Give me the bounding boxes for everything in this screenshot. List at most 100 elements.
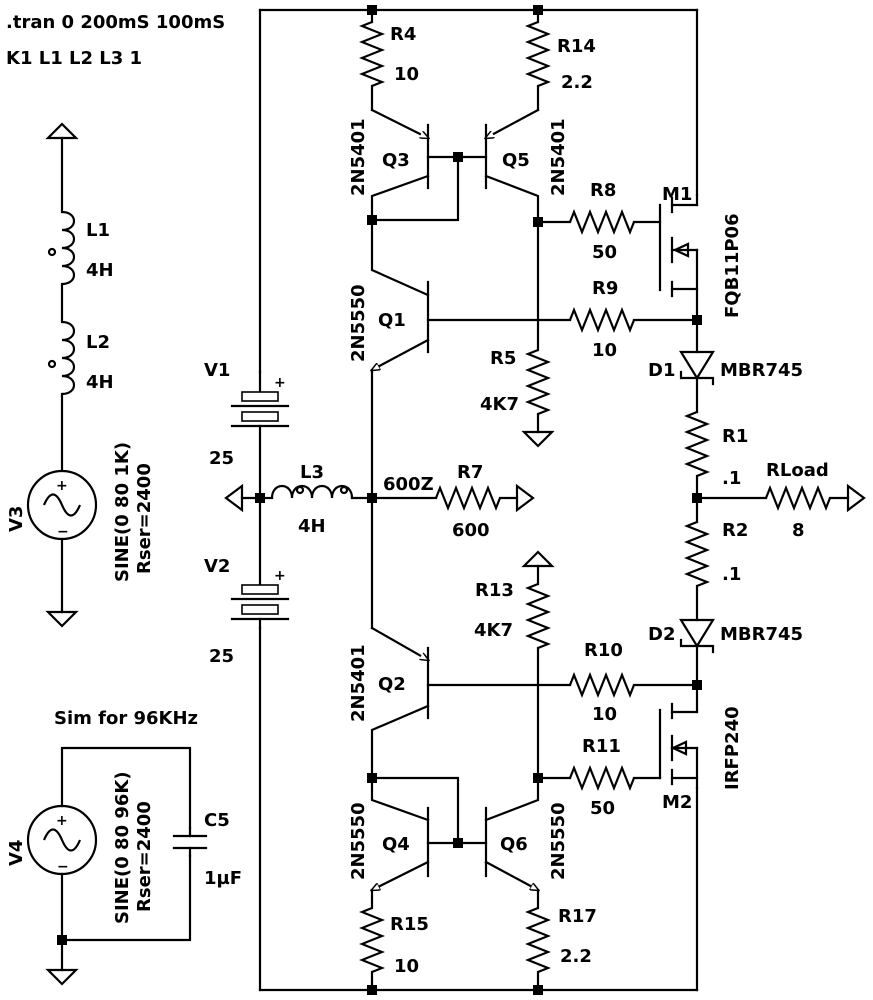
ground-v3 xyxy=(45,610,79,628)
rload-name: RLoad xyxy=(766,460,829,481)
resistor-r5 xyxy=(525,348,551,416)
resistor-r15 xyxy=(359,906,385,974)
l2-value: 4H xyxy=(86,372,114,393)
inductor-l2 xyxy=(61,320,76,396)
l1-name: L1 xyxy=(86,220,110,241)
q6-name: Q6 xyxy=(500,834,528,855)
r4-value: 10 xyxy=(394,64,419,85)
m1-name: M1 xyxy=(662,184,692,205)
supply-flag-r13 xyxy=(521,550,555,568)
svg-text:+: + xyxy=(274,375,286,391)
q2-name: Q2 xyxy=(378,674,406,695)
svg-text:+: + xyxy=(56,813,68,829)
battery-v2: + xyxy=(230,496,290,630)
v2-name: V2 xyxy=(204,556,230,577)
svg-text:−: − xyxy=(57,859,69,875)
svg-text:+: + xyxy=(274,568,286,584)
l3-name: L3 xyxy=(300,462,324,483)
tran-directive: .tran 0 200mS 100mS xyxy=(6,12,225,33)
transistor-q1 xyxy=(372,220,572,374)
r10-value: 10 xyxy=(592,704,617,725)
ground-flag-left xyxy=(224,483,244,513)
r7-name: R7 xyxy=(457,462,483,483)
rload-value: 8 xyxy=(792,520,805,541)
r14-value: 2.2 xyxy=(561,72,593,93)
resistor-rload xyxy=(764,485,832,511)
r8-value: 50 xyxy=(592,242,617,263)
sine-source-v4: + − xyxy=(26,804,98,876)
resistor-r8 xyxy=(568,209,636,235)
resistor-r7 xyxy=(434,485,502,511)
r8-name: R8 xyxy=(590,180,616,201)
r5-value: 4K7 xyxy=(480,394,519,415)
transistor-q5 xyxy=(456,108,540,224)
transistor-q4 xyxy=(372,776,460,892)
q1-name: Q1 xyxy=(378,310,406,331)
v4-rser: Rser=2400 xyxy=(134,801,155,912)
diode-d2 xyxy=(679,618,715,654)
q5-name: Q5 xyxy=(502,150,530,171)
inductor-l1 xyxy=(61,210,76,286)
r5-name: R5 xyxy=(490,348,516,369)
mosfet-m2 xyxy=(658,683,699,790)
r15-value: 10 xyxy=(394,956,419,977)
m1-model: FQB11P06 xyxy=(722,213,743,318)
resistor-r17 xyxy=(525,906,551,974)
q3-name: Q3 xyxy=(382,150,410,171)
q3-model: 2N5401 xyxy=(348,118,369,196)
l1-value: 4H xyxy=(86,260,114,281)
r1-value: .1 xyxy=(722,468,741,489)
q6-model: 2N5550 xyxy=(548,802,569,880)
r17-name: R17 xyxy=(558,906,597,927)
coupling-directive: K1 L1 L2 L3 1 xyxy=(6,48,142,69)
ground-r5 xyxy=(521,430,555,448)
ground-v4 xyxy=(45,968,79,986)
resistor-r1 xyxy=(684,410,710,478)
resistor-r2 xyxy=(684,520,710,588)
r9-name: R9 xyxy=(592,278,618,299)
v1-value: 25 xyxy=(209,448,234,469)
v3-value: SINE(0 80 1K) xyxy=(112,442,133,582)
q2-model: 2N5401 xyxy=(348,644,369,722)
r13-value: 4K7 xyxy=(474,620,513,641)
svg-text:+: + xyxy=(56,478,68,494)
ground-flag-r7 xyxy=(515,483,535,513)
r1-name: R1 xyxy=(722,426,748,447)
r13-name: R13 xyxy=(475,580,514,601)
supply-flag-l1 xyxy=(45,122,79,140)
m2-name: M2 xyxy=(662,792,692,813)
c5-name: C5 xyxy=(204,810,230,831)
v2-value: 25 xyxy=(209,646,234,667)
d2-model: MBR745 xyxy=(720,624,803,645)
r11-name: R11 xyxy=(582,736,621,757)
r7-value: 600 xyxy=(452,520,490,541)
q4-model: 2N5550 xyxy=(348,802,369,880)
d2-name: D2 xyxy=(648,624,675,645)
r10-name: R10 xyxy=(584,640,623,661)
v1-name: V1 xyxy=(204,360,230,381)
transistor-q6 xyxy=(456,776,538,892)
r15-name: R15 xyxy=(390,914,429,935)
r2-name: R2 xyxy=(722,520,748,541)
r17-value: 2.2 xyxy=(560,946,592,967)
v3-name: V3 xyxy=(6,506,27,532)
net-label-600z: 600Z xyxy=(383,474,434,495)
resistor-r14 xyxy=(525,20,551,88)
inductor-l3 xyxy=(270,484,354,499)
m2-model: IRFP240 xyxy=(722,706,743,790)
transistor-q2 xyxy=(370,626,428,780)
v3-rser: Rser=2400 xyxy=(134,463,155,574)
sim-note: Sim for 96KHz xyxy=(54,708,198,729)
v4-name: V4 xyxy=(6,840,27,866)
resistor-r10 xyxy=(568,672,636,698)
battery-v1: + xyxy=(230,370,290,500)
q5-model: 2N5401 xyxy=(548,118,569,196)
d1-name: D1 xyxy=(648,360,675,381)
resistor-r4 xyxy=(359,20,385,88)
r4-name: R4 xyxy=(390,24,416,45)
c5-value: 1µF xyxy=(204,868,242,889)
r11-value: 50 xyxy=(590,798,615,819)
svg-text:−: − xyxy=(57,524,69,540)
d1-model: MBR745 xyxy=(720,360,803,381)
